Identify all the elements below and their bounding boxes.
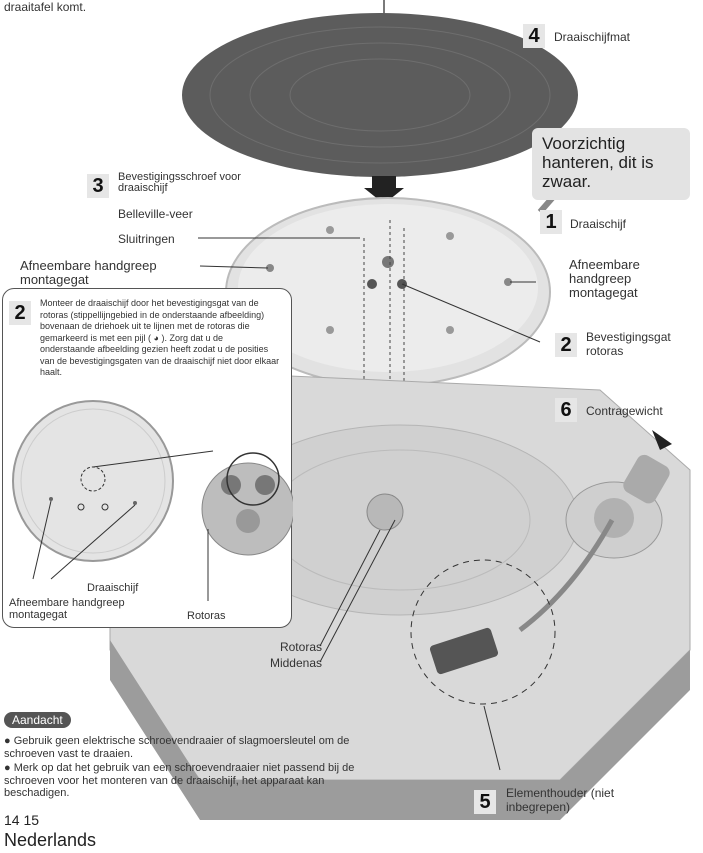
notice-bullet-2: ● Merk op dat het gebruik van een schroe… [4,762,355,799]
step-2-number: 2 [555,333,577,357]
belleville-label: Belleville-veer [118,207,193,221]
step-2-instructions: Monteer de draaischijf door het bevestig… [40,298,280,377]
language-label: Nederlands [4,830,97,850]
step-1-number: 1 [540,210,562,234]
step-2-label: Bevestigingsgat rotoras [586,330,671,358]
notice-bullet-1: ● Gebruik geen elektrische schroevendraa… [4,735,350,760]
inset-illustration [12,400,293,601]
middenas-label: Middenas [269,656,322,670]
rotoras-label: Rotoras [279,640,322,654]
page-number: 14 15 [4,812,40,828]
platter [225,197,551,387]
step-6-number: 6 [555,398,577,422]
step-5-label: Elementhouder (niet inbegrepen) [506,786,615,814]
sluitringen-label: Sluitringen [118,232,175,246]
inset-step-number: 2 [9,301,31,325]
step-4-label: Draaischijfmat [554,30,631,44]
notice-title: Aandacht [4,712,71,728]
handgreep-right-label: Afneembare handgreep montagegat [569,257,640,300]
step-1-label: Draaischijf [570,217,627,231]
inset-handgreep-label: Afneembare handgreep montagegat [9,597,125,621]
step-3-label: Bevestigingsschroef voor draaischijf [118,171,241,194]
inset-rotoras-label: Rotoras [187,610,226,622]
step-4-number: 4 [523,24,545,48]
step-2-inset: 2 Draaischijf Afneembare handgreep monta… [2,288,293,628]
step-6-label: Contragewicht [586,404,663,418]
caution-callout: Voorzichtig hanteren, dit is zwaar. [532,128,690,200]
step-5-number: 5 [474,790,496,814]
notice-bullet-2-text: Merk op dat het gebruik van een schroeve… [4,762,355,799]
notice-bullet-1-text: Gebruik geen elektrische schroevendraaie… [4,735,350,760]
header-fragment: draaitafel komt. [4,0,87,14]
handgreep-left-label: Afneembare handgreep montagegat [20,258,157,287]
inset-draaischijf-label: Draaischijf [87,582,139,594]
step-3-number: 3 [87,174,109,198]
turntable-mat [182,13,578,177]
